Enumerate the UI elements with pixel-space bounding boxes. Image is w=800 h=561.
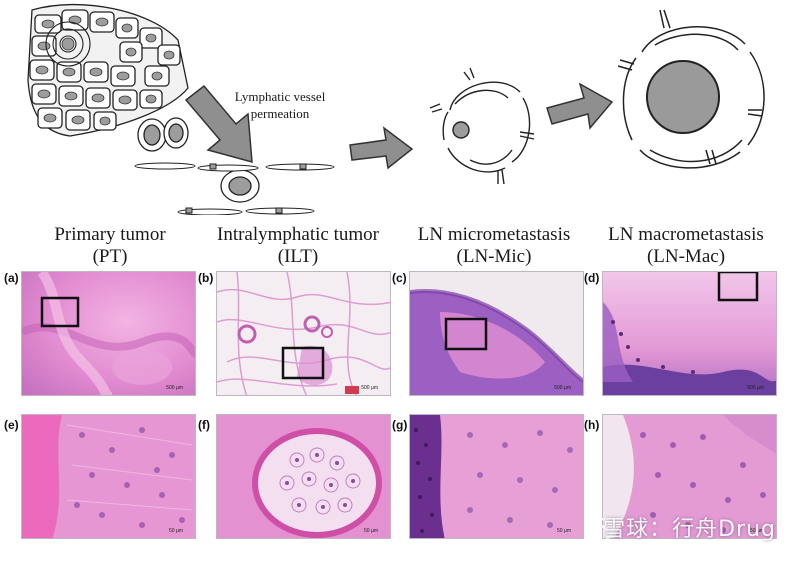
- panel-label-a: (a): [4, 271, 19, 285]
- stage-abbr: (PT): [92, 246, 128, 267]
- stage-name: LN micrometastasis: [417, 224, 571, 245]
- scale-bar: 50 µm: [364, 528, 378, 534]
- stage-name: LN macrometastasis: [608, 224, 764, 245]
- region-of-interest-box: [444, 317, 488, 351]
- migrating-cells: [137, 117, 260, 203]
- histology-panel-a: 500 µm: [21, 271, 196, 396]
- scale-bar: 50 µm: [169, 528, 183, 534]
- histology-panel-f: 50 µm: [216, 414, 391, 539]
- histology-panel-h: 50 µm: [602, 414, 777, 539]
- panel-label-e: (e): [4, 418, 19, 432]
- panel-label-c: (c): [392, 271, 407, 285]
- annotation-line-2: permeation: [250, 106, 310, 121]
- panel-label-h: (h): [584, 418, 600, 432]
- region-of-interest-box: [281, 346, 325, 380]
- schematic-diagram: [27, 3, 765, 215]
- panel-label-d: (d): [584, 271, 600, 285]
- lymph-node-micro: [429, 67, 535, 185]
- histology-panel-c: 500 µm: [409, 271, 584, 396]
- region-of-interest-box: [717, 272, 759, 302]
- histology-panel-d: 500 µm: [602, 271, 777, 396]
- panel-label-f: (f): [198, 418, 210, 432]
- primary-tumor-illustration: [27, 3, 189, 137]
- stage-label-pt: Primary tumor (PT): [20, 224, 200, 268]
- scale-bar: 500 µm: [166, 385, 183, 391]
- watermark-text: 雪球：行舟Drug: [603, 517, 776, 542]
- stage-abbr: (ILT): [277, 246, 319, 267]
- scale-bar: 500 µm: [361, 385, 378, 391]
- stage-label-ln-mac: LN macrometastasis (LN-Mac): [596, 224, 776, 268]
- stage-name: Primary tumor: [54, 224, 166, 245]
- stage-abbr: (LN-Mic): [456, 246, 532, 267]
- stage-name: Intralymphatic tumor: [217, 224, 379, 245]
- annotation-lymphatic-vessel-permeation: Lymphatic vessel permeation: [210, 88, 350, 122]
- panel-label-g: (g): [392, 418, 408, 432]
- snowball-logo-icon: [588, 517, 614, 543]
- lymphatic-vessel: [134, 162, 335, 215]
- stage-label-ilt: Intralymphatic tumor (ILT): [208, 224, 388, 268]
- lymph-node-macro: [617, 9, 765, 169]
- scale-bar: 50 µm: [557, 528, 571, 534]
- progression-arrows: [184, 82, 614, 170]
- scale-bar: 500 µm: [554, 385, 571, 391]
- histology-panel-b: 500 µm: [216, 271, 391, 396]
- stage-label-ln-mic: LN micrometastasis (LN-Mic): [404, 224, 584, 268]
- histology-panel-g: 50 µm: [409, 414, 584, 539]
- scale-bar: 50 µm: [750, 528, 764, 534]
- annotation-line-1: Lymphatic vessel: [234, 89, 326, 104]
- scale-bar: 500 µm: [747, 385, 764, 391]
- stage-abbr: (LN-Mac): [646, 246, 726, 267]
- panel-label-b: (b): [198, 271, 214, 285]
- region-of-interest-box: [40, 296, 80, 328]
- histology-panel-e: 50 µm: [21, 414, 196, 539]
